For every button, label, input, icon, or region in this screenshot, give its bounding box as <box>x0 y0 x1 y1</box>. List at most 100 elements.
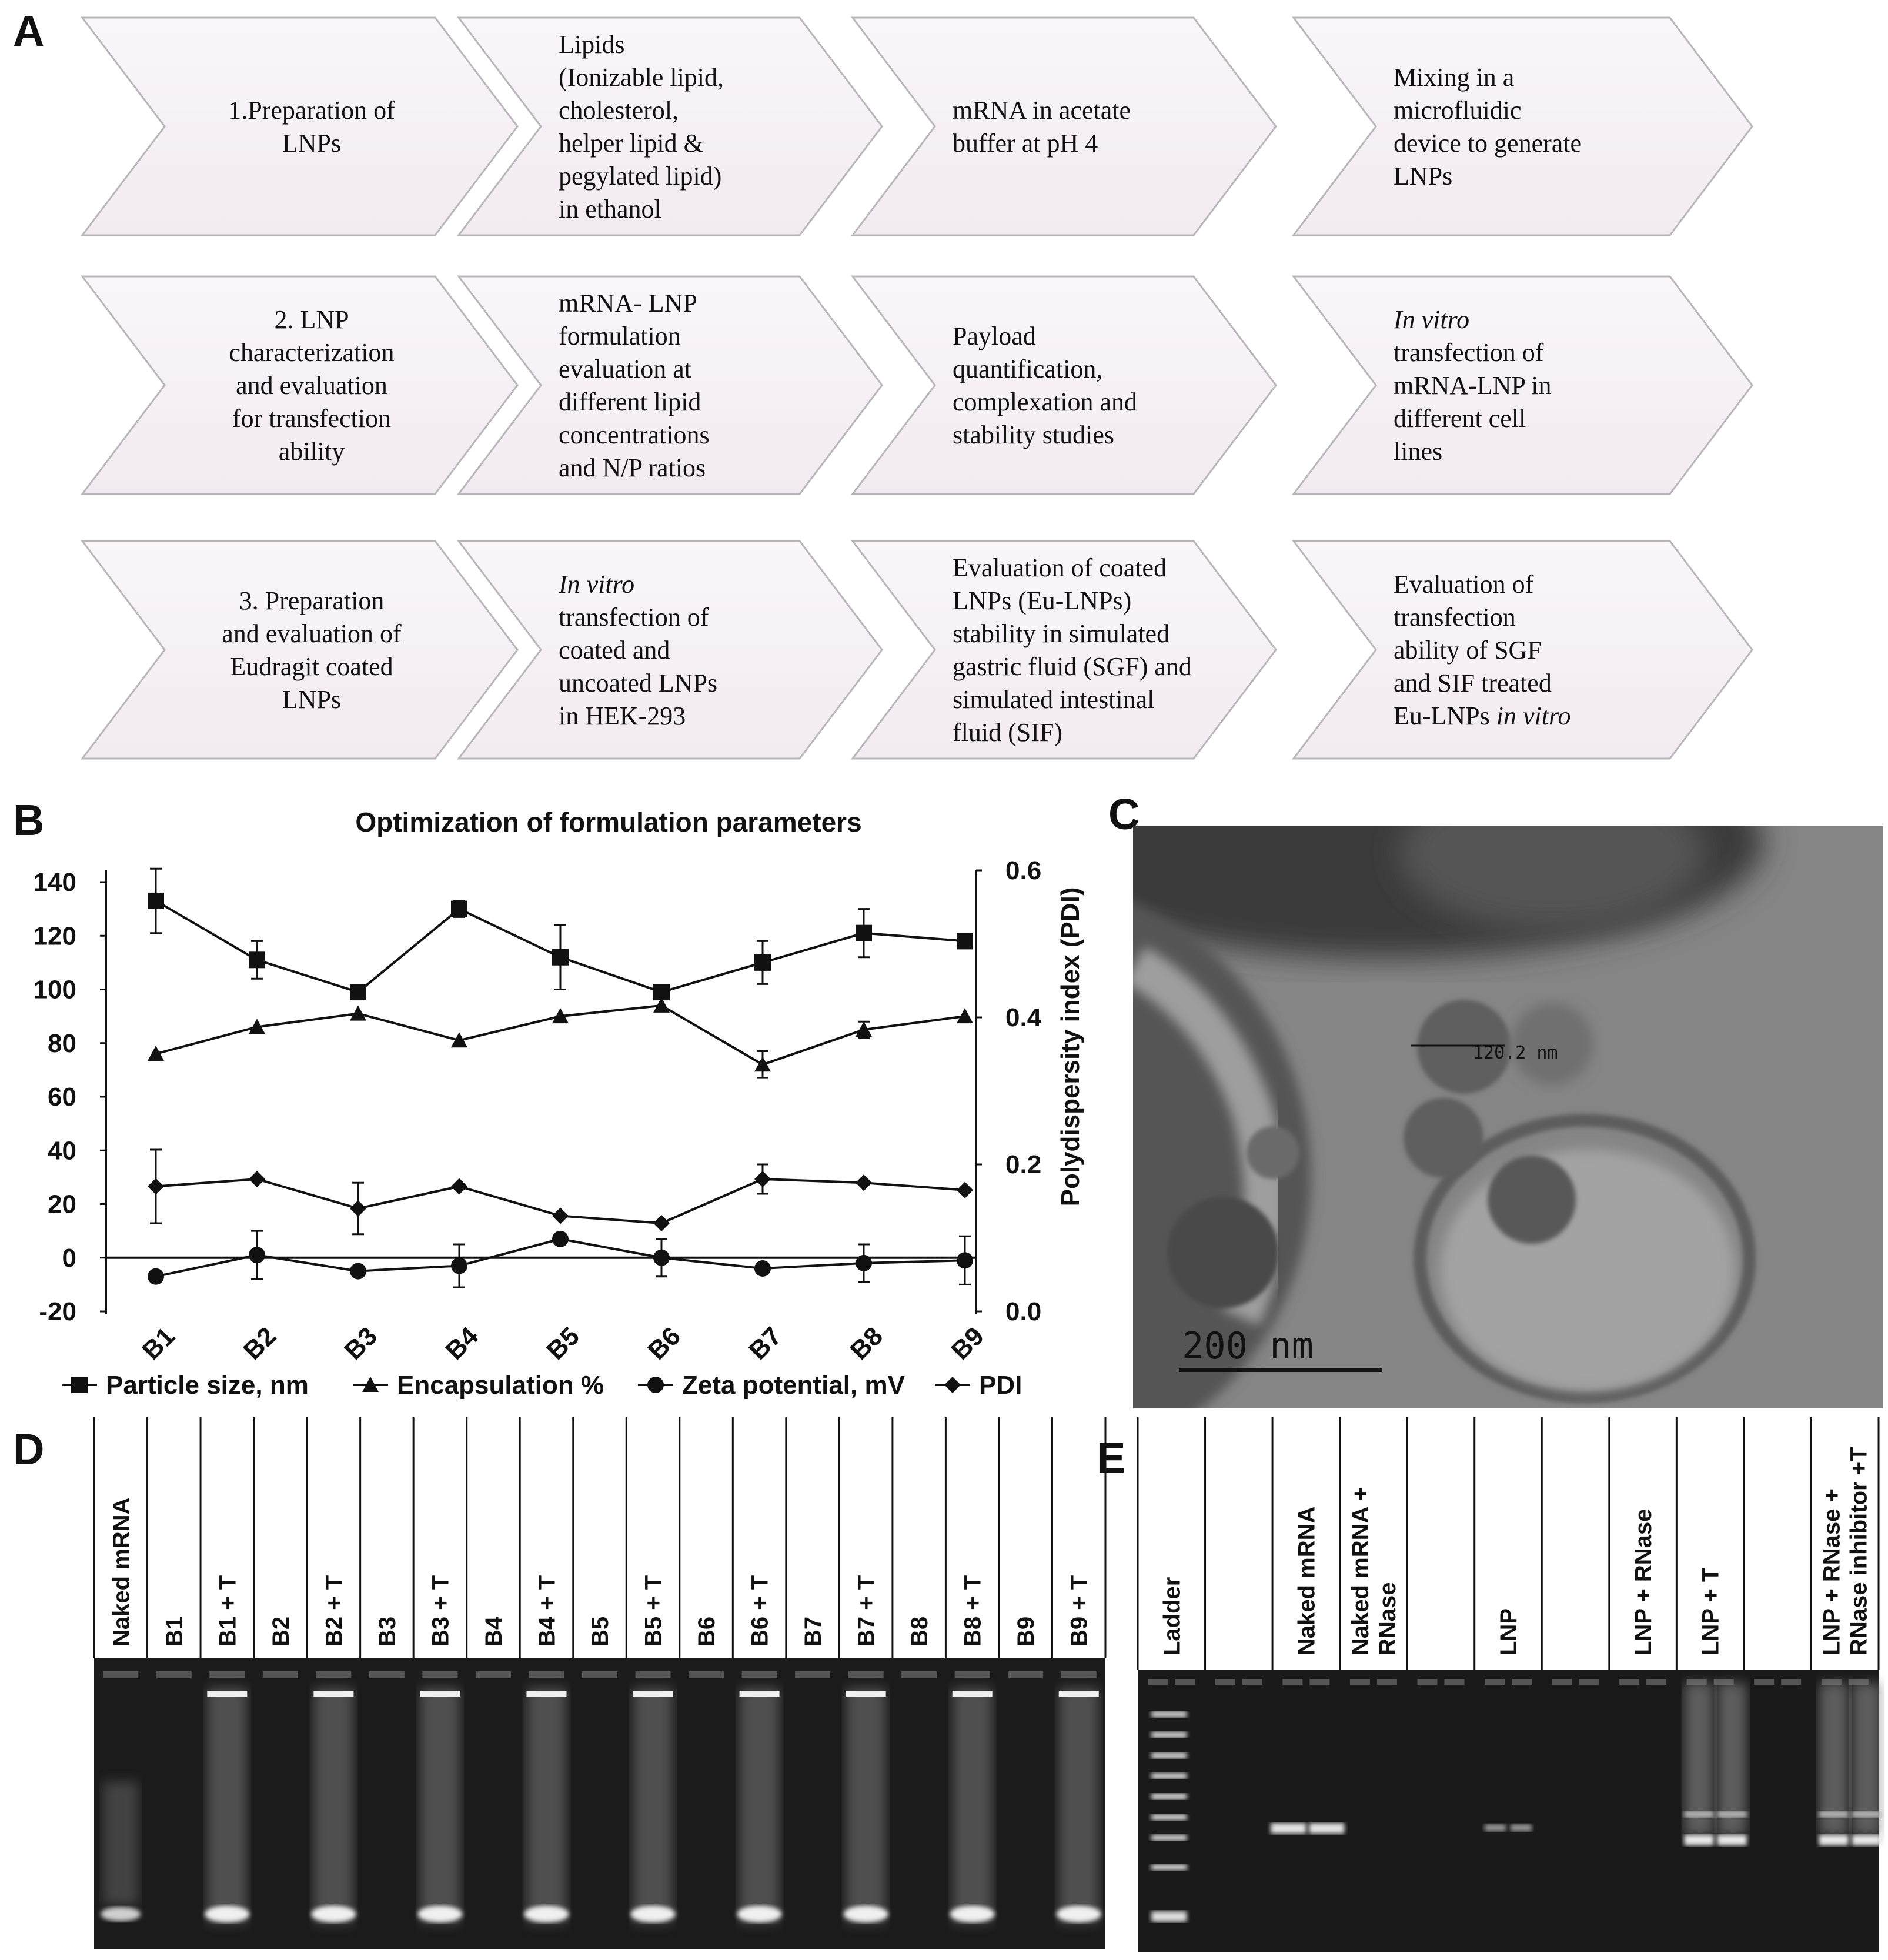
gel-d-lane-label: B9 + T <box>1067 1575 1092 1647</box>
workflow-step-text: transfection of <box>559 603 709 632</box>
gel-smear <box>633 1688 673 1923</box>
workflow-step-text: ability <box>279 437 345 466</box>
workflow-step-text: (Ionizable lipid, <box>559 63 724 92</box>
workflow-chevron <box>456 275 883 495</box>
data-point <box>552 1008 569 1024</box>
gel-band <box>1511 1824 1532 1831</box>
workflow-chevron <box>456 540 883 760</box>
gel-d-lane-label: B5 <box>587 1617 613 1647</box>
legend-label: Particle size, nm <box>106 1371 309 1400</box>
ladder-band <box>1151 1732 1187 1738</box>
gel-d-lane-label: B2 + T <box>321 1575 347 1647</box>
ladder-band <box>1151 1711 1187 1717</box>
gel-well <box>741 1671 777 1678</box>
gel-e-lane-label: RNase <box>1375 1582 1401 1655</box>
gel-d-lane-label: B1 <box>162 1617 188 1647</box>
gel-e-lane-label: Ladder <box>1159 1577 1185 1655</box>
workflow-step-text: 2. LNP <box>274 305 349 334</box>
gel-d-lane-label: B2 <box>268 1617 294 1647</box>
workflow-step-text: different lipid <box>559 388 701 416</box>
left-tick-label: 60 <box>48 1083 76 1111</box>
workflow-step-text: and evaluation <box>236 371 387 400</box>
tem-scale-bar-label: 200 nm <box>1182 1324 1314 1367</box>
data-point <box>754 1260 771 1277</box>
gel-d-lane-label: B9 <box>1013 1617 1039 1647</box>
gel-d-lane-label: B7 + T <box>854 1575 880 1647</box>
workflow-step-text: characterization <box>229 338 395 367</box>
gel-band <box>101 1907 141 1921</box>
x-tick-label: B3 <box>339 1322 383 1365</box>
gel-band <box>207 1691 248 1697</box>
data-point <box>957 1181 973 1198</box>
gel-d-lane-label: B3 + T <box>427 1575 453 1647</box>
data-point <box>552 949 569 966</box>
gel-band <box>1852 1835 1882 1845</box>
gel-band <box>846 1691 886 1697</box>
workflow-step-text: cholesterol, <box>559 96 679 125</box>
workflow-step-text: formulation <box>559 322 681 350</box>
chart-series <box>148 867 973 1288</box>
data-point <box>451 1178 467 1195</box>
gel-smear <box>952 1688 993 1923</box>
gel-e-lane-label: Naked mRNA <box>1294 1507 1319 1655</box>
workflow-chevron <box>80 16 519 236</box>
workflow-chevron <box>850 16 1277 236</box>
gel-smear <box>313 1688 354 1923</box>
workflow-step-text: fluid (SIF) <box>953 718 1062 747</box>
data-point <box>856 1021 872 1037</box>
workflow-step-text: transfection <box>1394 603 1516 632</box>
gel-well <box>156 1671 192 1678</box>
workflow-step-text: Mixing in a <box>1394 63 1514 92</box>
legend-marker <box>362 1377 379 1392</box>
workflow-step-text: evaluation at <box>559 355 691 383</box>
workflow-chevron <box>850 275 1277 495</box>
gel-e-lane-label: LNP + RNase + <box>1819 1488 1845 1655</box>
gel-well <box>529 1671 564 1678</box>
gel-band <box>737 1906 782 1922</box>
right-axis-label: Polydispersity index (PDI) <box>1056 887 1085 1207</box>
data-point <box>350 1200 366 1217</box>
workflow-chevron <box>456 16 883 236</box>
legend-label: Zeta potential, mV <box>682 1371 905 1400</box>
data-point <box>148 1178 164 1195</box>
workflow-step-text: complexation and <box>953 388 1137 416</box>
right-tick-label: 0.2 <box>1005 1150 1041 1179</box>
gel-band <box>1819 1835 1849 1845</box>
data-point <box>552 1230 569 1247</box>
gel-band <box>952 1691 993 1697</box>
gel-band <box>1717 1835 1747 1845</box>
gel-d-lane-label: B1 + T <box>215 1575 240 1647</box>
workflow-step-text: helper lipid & <box>559 129 704 158</box>
gel-well <box>262 1671 298 1678</box>
workflow-step-text: pegylated lipid) <box>559 162 721 191</box>
ladder-band <box>1151 1773 1187 1779</box>
gel-smear <box>846 1688 886 1923</box>
workflow-chevron <box>1291 275 1753 495</box>
gel-smear <box>526 1688 567 1923</box>
workflow-step-text: Lipids <box>559 30 624 59</box>
gel-smear <box>1717 1683 1747 1836</box>
gel-d-lane-label: B6 <box>694 1617 720 1647</box>
workflow-step-text: lines <box>1394 437 1442 466</box>
ladder-band <box>1151 1794 1187 1799</box>
workflow-step-text: Evaluation of <box>1394 570 1534 599</box>
left-tick-label: -20 <box>39 1297 76 1326</box>
gel-band <box>843 1906 888 1922</box>
workflow-step-text: Evaluation of coated <box>953 553 1167 582</box>
gel-d-lane-label: B5 + T <box>641 1575 667 1647</box>
gel-band <box>1271 1823 1306 1834</box>
gel-d-lane-label: Naked mRNA <box>108 1498 134 1647</box>
gel-well <box>369 1671 405 1678</box>
data-point <box>754 1056 771 1072</box>
data-point <box>148 1268 164 1285</box>
gel-band <box>950 1906 995 1922</box>
gel-smear <box>1684 1683 1714 1836</box>
ladder-band <box>1151 1835 1187 1841</box>
x-tick-label: B6 <box>643 1322 686 1365</box>
gel-band <box>1309 1823 1345 1834</box>
gel-well <box>316 1671 352 1678</box>
gel-d-lane-label: B3 <box>375 1617 400 1647</box>
right-tick-label: 0.4 <box>1005 1003 1042 1032</box>
workflow-chevron <box>80 275 519 495</box>
